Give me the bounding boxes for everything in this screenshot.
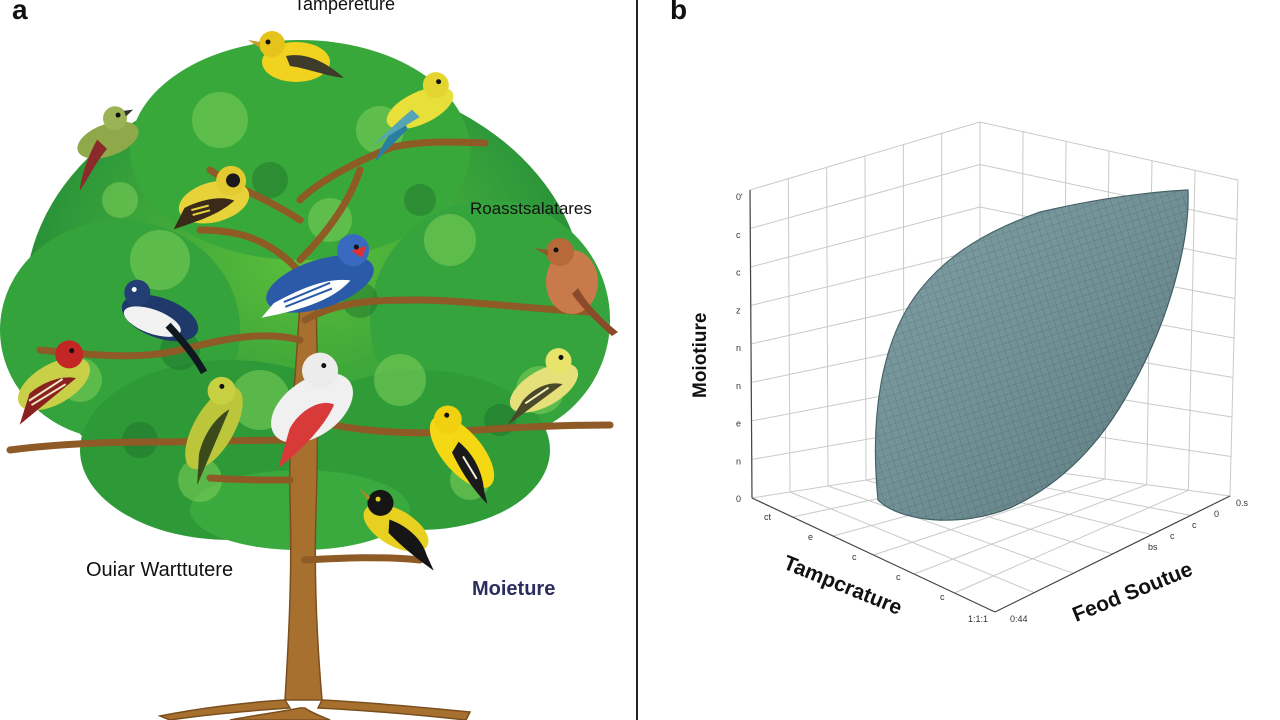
vertical-tick: c [736, 230, 741, 240]
bird-7 [121, 279, 208, 375]
annotation-left: Ouiar Warttutere [86, 559, 234, 581]
left-axis-tick: e [808, 532, 813, 542]
bird-3 [373, 72, 454, 163]
bird-4 [173, 165, 250, 230]
bird-9 [185, 376, 243, 486]
right-axis-tick: 0 [1214, 509, 1219, 519]
vertical-tick: n [736, 381, 741, 391]
axis-title-food-source: Feod Soutue [1069, 558, 1196, 627]
bird-11 [507, 348, 579, 426]
annotation-top: Tampereture [294, 0, 396, 14]
panel-a-label: a [12, 0, 28, 25]
plot-axes [749, 189, 1231, 613]
left-axis-tick: c [940, 592, 945, 602]
right-axis-tick: c [1170, 531, 1175, 541]
bird-12 [429, 405, 495, 504]
axis-title-vertical: Moiotiure [690, 313, 711, 399]
vertical-tick-labels: 0 n e n n z c c 0' [736, 192, 743, 504]
panel-divider [636, 0, 638, 720]
right-axis-tick: c [1192, 520, 1197, 530]
corner-tick-front: 1:1:1 [968, 614, 988, 624]
right-axis-tick: 0.s [1236, 498, 1249, 508]
bird-1 [248, 31, 344, 82]
panel-b-label: b [670, 0, 688, 25]
vertical-tick: n [736, 456, 741, 466]
bird-13 [358, 488, 434, 571]
right-axis-tick: bs [1148, 542, 1158, 552]
vertical-tick: n [736, 343, 741, 353]
vertical-tick: 0' [736, 192, 743, 202]
annotation-moisture: Moieture [472, 578, 556, 600]
bird-2 [77, 106, 139, 191]
tree-illustration [0, 31, 618, 720]
left-axis-tick-labels: ct e c c c [764, 512, 945, 602]
left-axis-tick: c [896, 572, 901, 582]
bird-6 [261, 234, 374, 318]
vertical-tick: e [736, 419, 741, 429]
annotation-right: Roasstsalatares [470, 199, 592, 218]
tree-branches [6, 138, 614, 564]
bird-8 [17, 340, 91, 425]
vertical-tick: 0 [736, 494, 741, 504]
vertical-tick: c [736, 268, 741, 278]
corner-tick-right: 0:44 [1010, 614, 1028, 624]
left-axis-tick: c [852, 552, 857, 562]
right-axis-tick-labels: 0.s 0 c c bs [1148, 498, 1249, 552]
bird-5 [534, 238, 618, 336]
bird-10 [271, 352, 353, 469]
vertical-tick: z [736, 305, 741, 315]
left-axis-tick: ct [764, 512, 772, 522]
surface [874, 189, 1189, 521]
